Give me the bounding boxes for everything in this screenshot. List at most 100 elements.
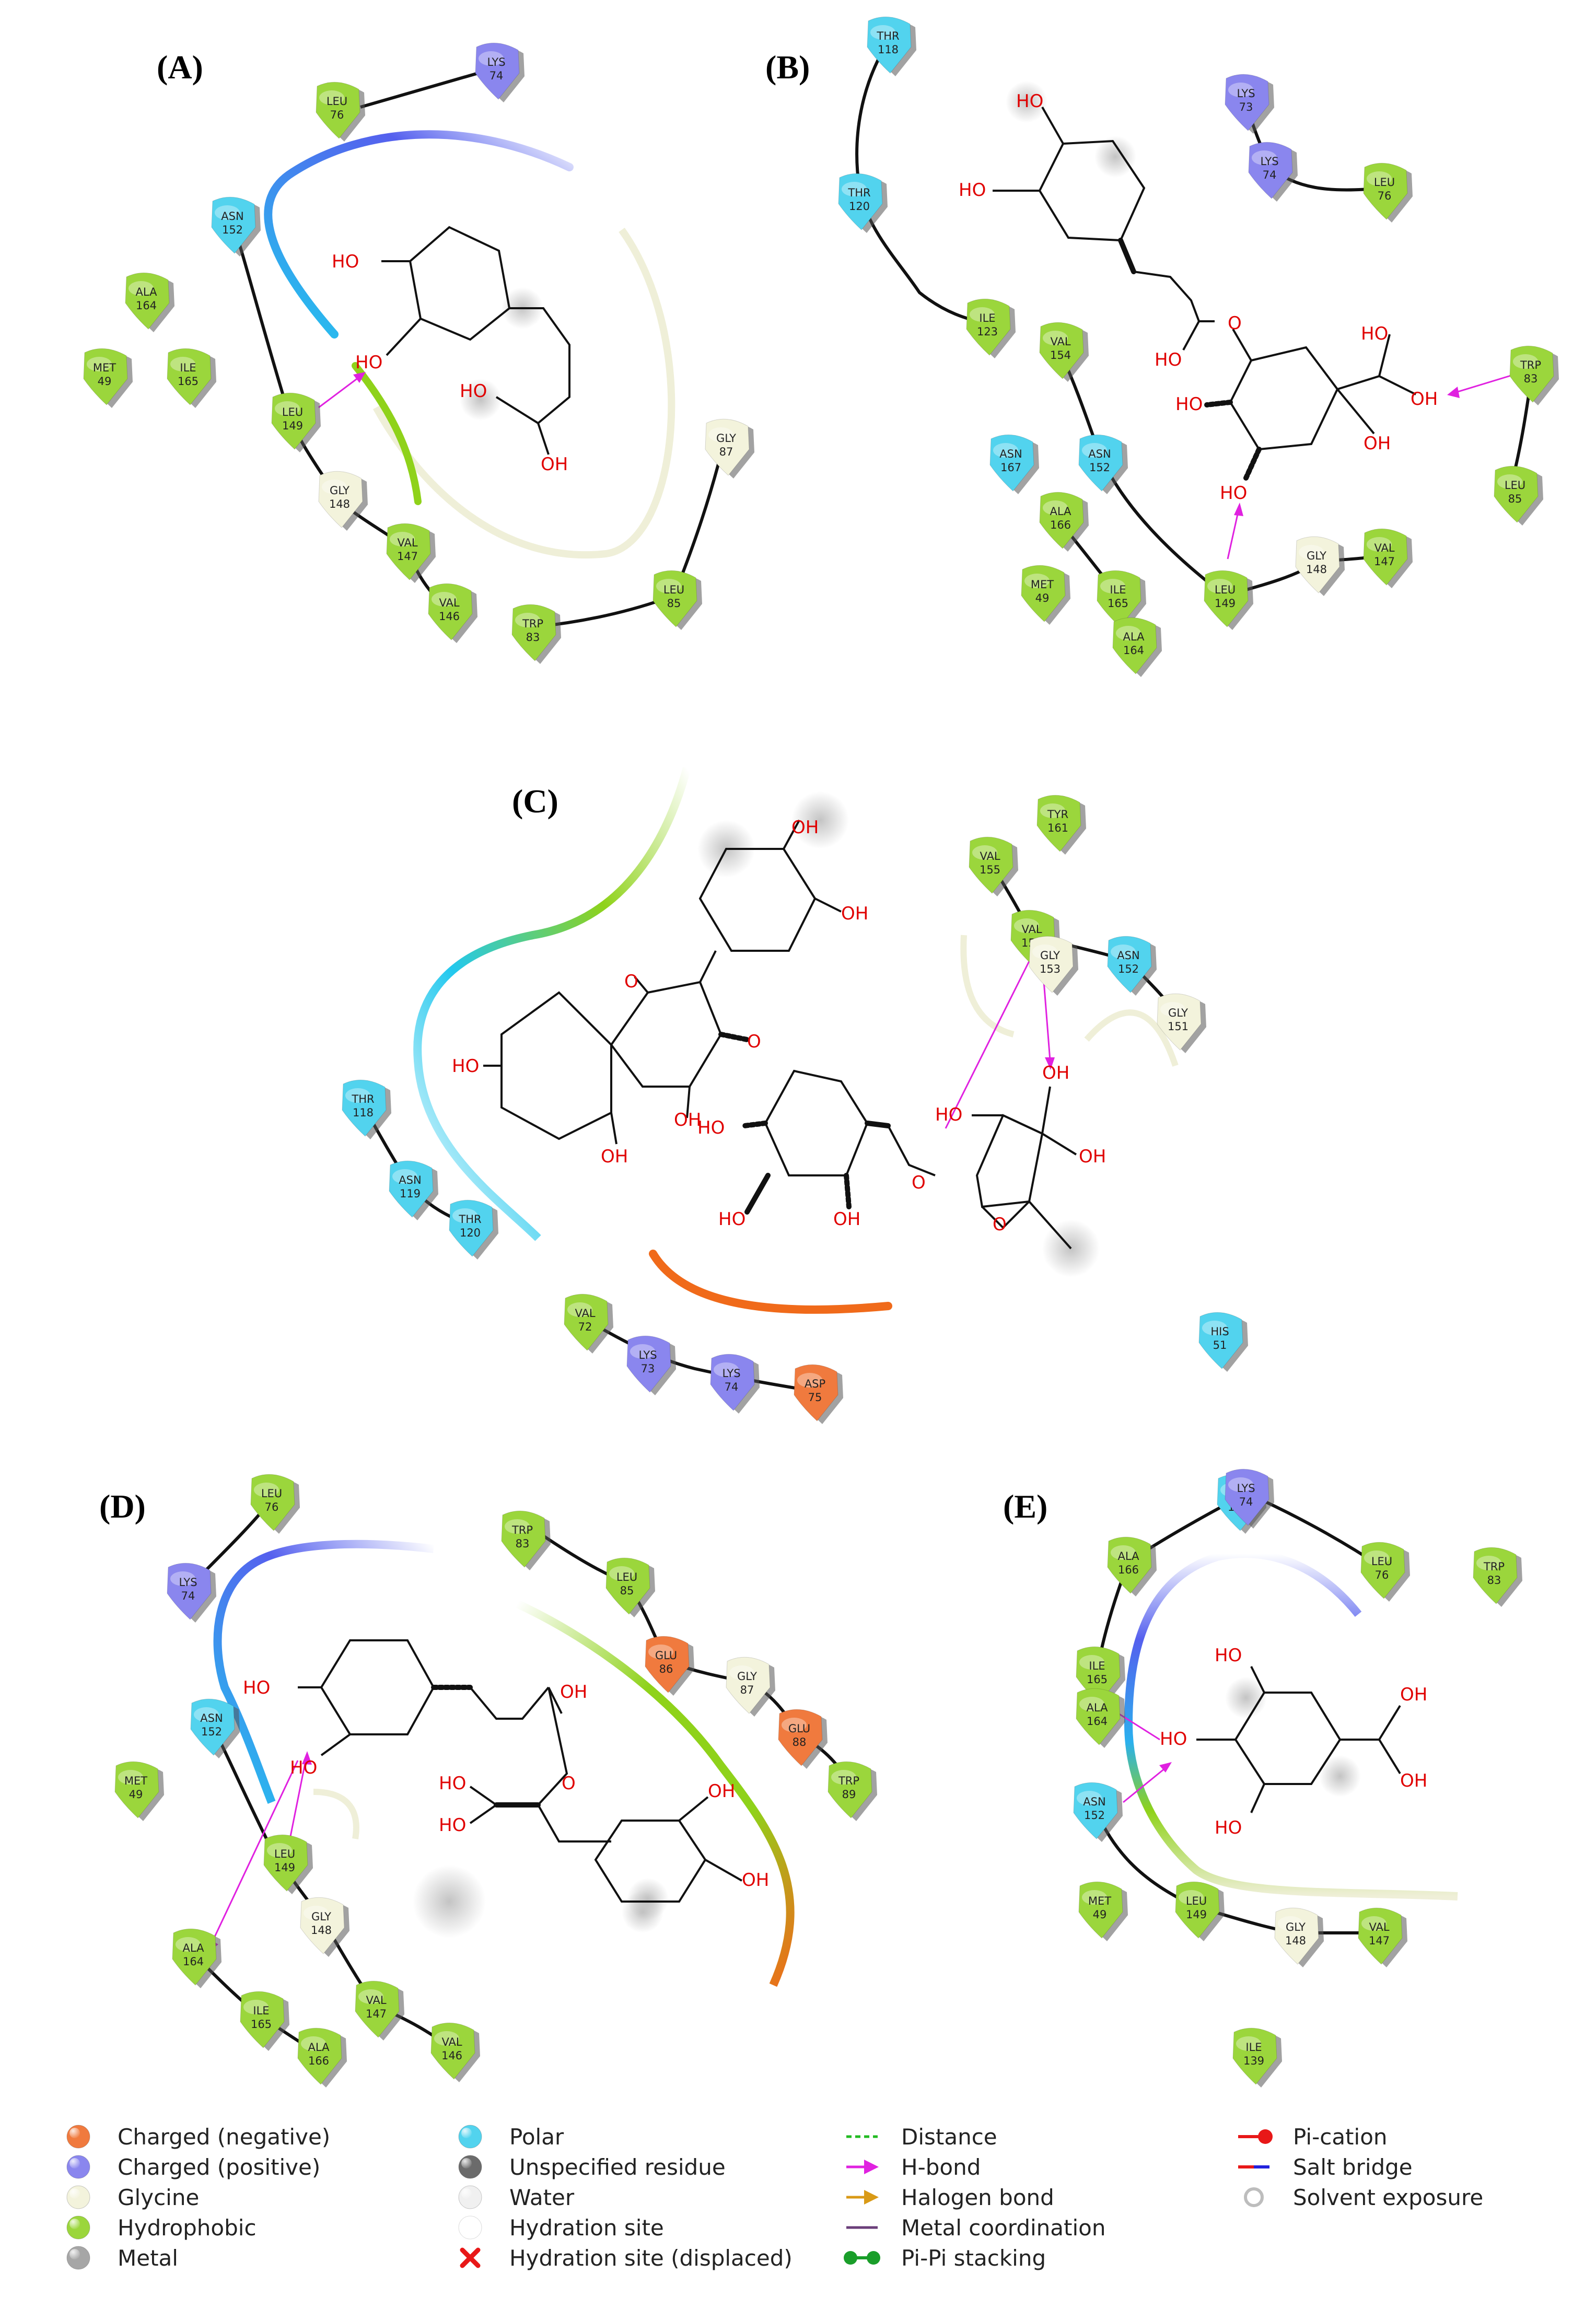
legend-item-glycine: Glycine	[66, 2185, 199, 2210]
ligand-c: OH OH O HO OH OH O HO HO OH O HO OH OH O	[452, 817, 1106, 1250]
residue-number: 147	[397, 550, 418, 563]
ligand-c-oh2: OH	[841, 903, 868, 924]
residue-number: 152	[1089, 461, 1110, 474]
residue-number: 153	[1040, 963, 1061, 975]
ligand-b-ho4: HO	[1175, 394, 1203, 415]
residue-number: 85	[1508, 493, 1522, 505]
residue-name: MET	[1088, 1895, 1111, 1907]
residue-number: 74	[181, 1590, 195, 1602]
residue-name: TYR	[1047, 808, 1068, 821]
residue-name: VAL	[397, 537, 417, 549]
residue-name: LYS	[1237, 87, 1255, 100]
legend-item-charged-negative-: Charged (negative)	[66, 2124, 330, 2150]
ligand-c-ho2: HO	[697, 1117, 725, 1138]
legend-item-metal: Metal	[66, 2245, 178, 2271]
residue-layer: LEU76LYS74ASN152ALA164MET49ILE165LEU149G…	[83, 16, 1559, 2088]
ligand-d-ho3: HO	[439, 1773, 466, 1794]
residue-name: ILE	[253, 2004, 269, 2017]
residue-name: TRP	[511, 1524, 533, 1536]
residue-number: 165	[1087, 1673, 1108, 1686]
residue-number: 148	[329, 498, 350, 510]
legend-item-hydration-site-displaced-: Hydration site (displaced)	[460, 2245, 793, 2271]
residue-name: LEU	[261, 1487, 282, 1500]
legend-label: Water	[509, 2185, 575, 2210]
residue-number: 76	[330, 109, 344, 121]
residue-number: 73	[1239, 101, 1253, 113]
legend-label: Metal coordination	[901, 2215, 1105, 2241]
residue-name: TRP	[522, 617, 543, 630]
residue-name: ASN	[200, 1712, 223, 1724]
residue-number: 152	[1084, 1809, 1105, 1822]
residue-name: GLY	[1286, 1921, 1306, 1933]
legend-item-h-bond: H-bond	[846, 2154, 981, 2180]
residue-name: LEU	[274, 1848, 295, 1860]
residue-name: VAL	[1369, 1921, 1389, 1933]
residue-number: 149	[282, 419, 303, 432]
legend-label: Hydration site	[509, 2215, 664, 2241]
ligand-b: HO HO O HO HO HO HO OH OH	[959, 91, 1438, 504]
legend-item-hydration-site: Hydration site	[458, 2215, 664, 2241]
residue-name: GLU	[788, 1722, 810, 1735]
legend-item-metal-coordination: Metal coordination	[846, 2215, 1105, 2241]
residue-number: 83	[526, 631, 540, 644]
residue-name: LEU	[1505, 479, 1525, 492]
residue-number: 74	[1239, 1496, 1253, 1508]
residue-number: 89	[842, 1788, 856, 1801]
residue-name: ALA	[1118, 1550, 1140, 1563]
residue-name: ALA	[1050, 505, 1072, 518]
residue-number: 76	[265, 1501, 279, 1513]
residue-number: 148	[1306, 563, 1327, 576]
legend-label: Charged (positive)	[118, 2154, 320, 2180]
ligand-a-oh3: HO	[460, 381, 487, 402]
residue-number: 76	[1375, 1569, 1389, 1581]
residue-name: VAL	[1021, 923, 1042, 936]
ligand-c-oh4: OH	[601, 1146, 628, 1167]
residue-number: 149	[274, 1861, 295, 1874]
ligand-e-oh2: OH	[1400, 1770, 1427, 1791]
residue-number: 88	[793, 1736, 807, 1748]
legend-label: H-bond	[901, 2154, 981, 2180]
legend-label: Solvent exposure	[1293, 2185, 1483, 2210]
residue-name: MET	[93, 362, 116, 374]
residue-number: 149	[1215, 597, 1236, 610]
residue-name: ILE	[1089, 1660, 1105, 1672]
residue-number: 74	[1263, 169, 1277, 181]
legend-item-charged-positive-: Charged (positive)	[66, 2154, 320, 2180]
residue-name: LEU	[1186, 1895, 1207, 1907]
ligand-c-oh6: OH	[1042, 1063, 1069, 1083]
ligand-d-oh1: OH	[560, 1682, 587, 1703]
residue-name: GLY	[737, 1670, 757, 1683]
ligand-a-oh4: OH	[541, 454, 568, 475]
legend-item-solvent-exposure: Solvent exposure	[1244, 2185, 1483, 2210]
ligand-d-ho2: HO	[290, 1757, 317, 1778]
ligand-a-oh2: HO	[355, 352, 382, 373]
panel-label-e: (E)	[1003, 1488, 1047, 1525]
residue-number: 164	[183, 1955, 204, 1968]
legend-label: Charged (negative)	[118, 2124, 330, 2150]
ligand-c-oh5: OH	[833, 1209, 860, 1230]
ligand-e-oh1: OH	[1400, 1684, 1427, 1705]
residue-name: VAL	[439, 597, 459, 609]
